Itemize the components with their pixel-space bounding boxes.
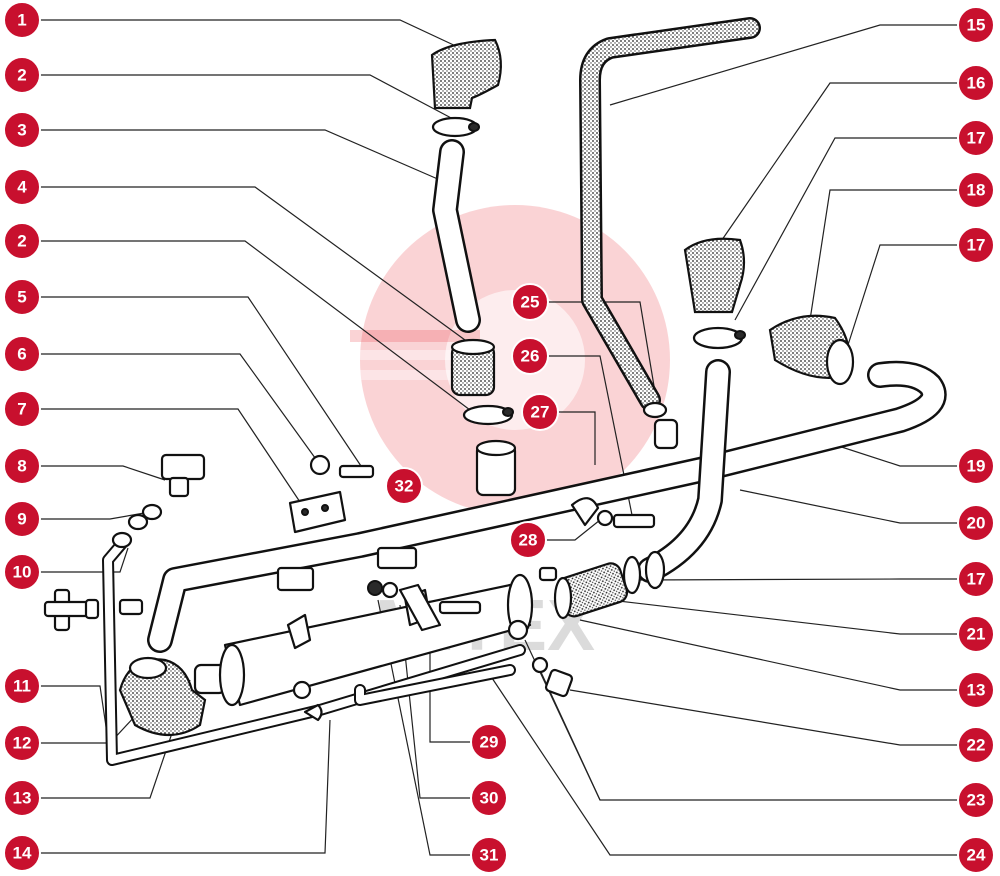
svg-text:7: 7 [17,400,26,419]
callout-c22: 22 [957,726,995,764]
callout-c5: 5 [3,278,41,316]
svg-text:10: 10 [13,563,32,582]
washer-nut-set [367,580,482,632]
svg-text:30: 30 [480,789,499,808]
elbow-hose-top [430,38,502,110]
svg-text:23: 23 [967,791,986,810]
svg-text:32: 32 [395,477,414,496]
banjo-fitting [111,453,206,549]
hose-clamp-far-right [825,338,855,386]
nut-and-bolt-upper [309,454,375,479]
svg-text:25: 25 [521,293,540,312]
long-hose [579,17,761,411]
svg-text:4: 4 [17,178,27,197]
svg-text:18: 18 [967,181,986,200]
callout-c24: 24 [957,836,995,874]
hose-clamp-right-top [692,326,746,350]
svg-text:9: 9 [17,510,26,529]
callout-c7: 7 [3,390,41,428]
svg-text:12: 12 [13,734,32,753]
callout-c6: 6 [3,335,41,373]
union-bolt [84,598,144,620]
svg-text:2: 2 [17,232,26,251]
callout-c19: 19 [957,447,995,485]
callout-c9: 9 [3,500,41,538]
tee-fitting [43,588,95,632]
leader-lines [38,19,960,856]
svg-text:22: 22 [967,736,986,755]
callout-c21: 21 [957,615,995,653]
svg-text:13: 13 [13,789,32,808]
mounting-plate [288,490,347,534]
callout-c2b: 2 [3,222,41,260]
drain-plug-set [531,656,574,698]
callout-c12: 12 [3,724,41,762]
svg-text:2: 2 [17,66,26,85]
callout-c13b: 13 [957,671,995,709]
svg-text:3: 3 [17,121,26,140]
svg-text:13: 13 [967,681,986,700]
hose-clamp-middle [462,404,514,426]
pipe-stub [475,439,517,497]
callout-c2a: 2 [3,56,41,94]
svg-text:26: 26 [521,347,540,366]
callout-c14: 14 [3,834,41,872]
pipe-saddle-clips [276,546,418,592]
short-pipe [432,139,481,333]
callout-c20: 20 [957,504,995,542]
main-crossover-pipe [147,360,947,653]
callout-c25: 25 [511,283,549,321]
callout-c23: 23 [957,781,995,819]
hose-clamp-top [431,116,480,138]
svg-text:8: 8 [17,457,26,476]
svg-text:17: 17 [967,236,986,255]
callout-c31: 31 [470,836,508,874]
callout-c28: 28 [509,521,547,559]
elbow-hose-right [683,237,746,314]
svg-text:27: 27 [531,403,550,422]
callout-c17c: 17 [957,560,995,598]
callout-c27: 27 [521,393,559,431]
lower-pipe [354,664,516,706]
pipe-bracket-bolt [570,497,656,529]
callout-c30: 30 [470,779,508,817]
callout-c18: 18 [957,171,995,209]
svg-text:17: 17 [967,570,986,589]
svg-text:15: 15 [967,16,986,35]
callout-c8: 8 [3,447,41,485]
svg-text:14: 14 [13,844,32,863]
callout-c4: 4 [3,168,41,206]
callout-c3: 3 [3,111,41,149]
svg-text:11: 11 [13,677,31,696]
svg-text:5: 5 [17,288,26,307]
callout-c29: 29 [470,723,508,761]
callout-c13a: 13 [3,779,41,817]
svg-text:21: 21 [967,625,986,644]
sleeve-hose [450,338,496,397]
hose-clamp-small [642,401,679,450]
callout-c17a: 17 [957,119,995,157]
hose-coupling [538,550,666,620]
callout-c15: 15 [957,6,995,44]
svg-text:6: 6 [17,345,26,364]
svg-text:31: 31 [480,846,499,865]
svg-text:29: 29 [480,733,499,752]
svg-text:19: 19 [967,457,986,476]
svg-text:28: 28 [519,531,538,550]
svg-text:20: 20 [967,514,986,533]
callout-c26: 26 [511,337,549,375]
callout-c10: 10 [3,553,41,591]
callout-c17b: 17 [957,226,995,264]
svg-text:24: 24 [967,846,986,865]
callout-c16: 16 [957,64,995,102]
callout-c32: 32 [385,467,423,505]
svg-text:1: 1 [17,11,26,30]
callout-c11: 11 [3,667,41,705]
svg-text:16: 16 [967,74,986,93]
svg-text:17: 17 [967,129,986,148]
callout-c1: 1 [3,1,41,39]
